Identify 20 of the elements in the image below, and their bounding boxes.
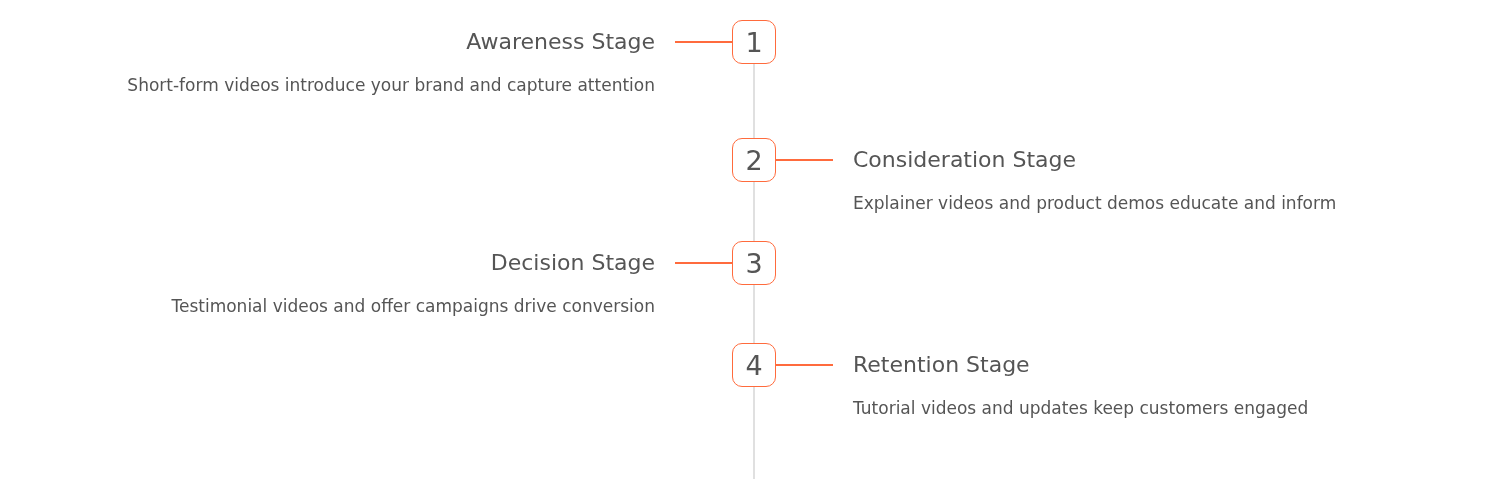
step-number: 4: [745, 351, 763, 379]
stage-heading: Decision Stage: [489, 249, 655, 277]
step-number-box: [732, 343, 776, 387]
stage-heading: Consideration Stage: [853, 146, 1078, 174]
connector-line: [775, 364, 834, 366]
step-number: 3: [745, 249, 763, 277]
step-number: 1: [745, 28, 763, 56]
stage-description: Short-form videos introduce your brand and capture attention: [127, 74, 655, 97]
stage-description: Testimonial videos and offer campaigns drive conversion: [171, 295, 655, 318]
connector-line: [775, 159, 834, 161]
step-number-box: [732, 138, 776, 182]
step-number: 2: [745, 146, 763, 174]
stage-heading: Retention Stage: [853, 351, 1031, 379]
stage-heading: Awareness Stage: [465, 28, 655, 56]
stage-description: Tutorial videos and updates keep customers engaged: [853, 397, 1309, 420]
stage-description: Explainer videos and product demos educate and inform: [853, 192, 1337, 215]
connector-line: [674, 262, 733, 264]
connector-line: [674, 41, 733, 43]
step-number-box: [732, 20, 776, 64]
step-number-box: [732, 241, 776, 285]
